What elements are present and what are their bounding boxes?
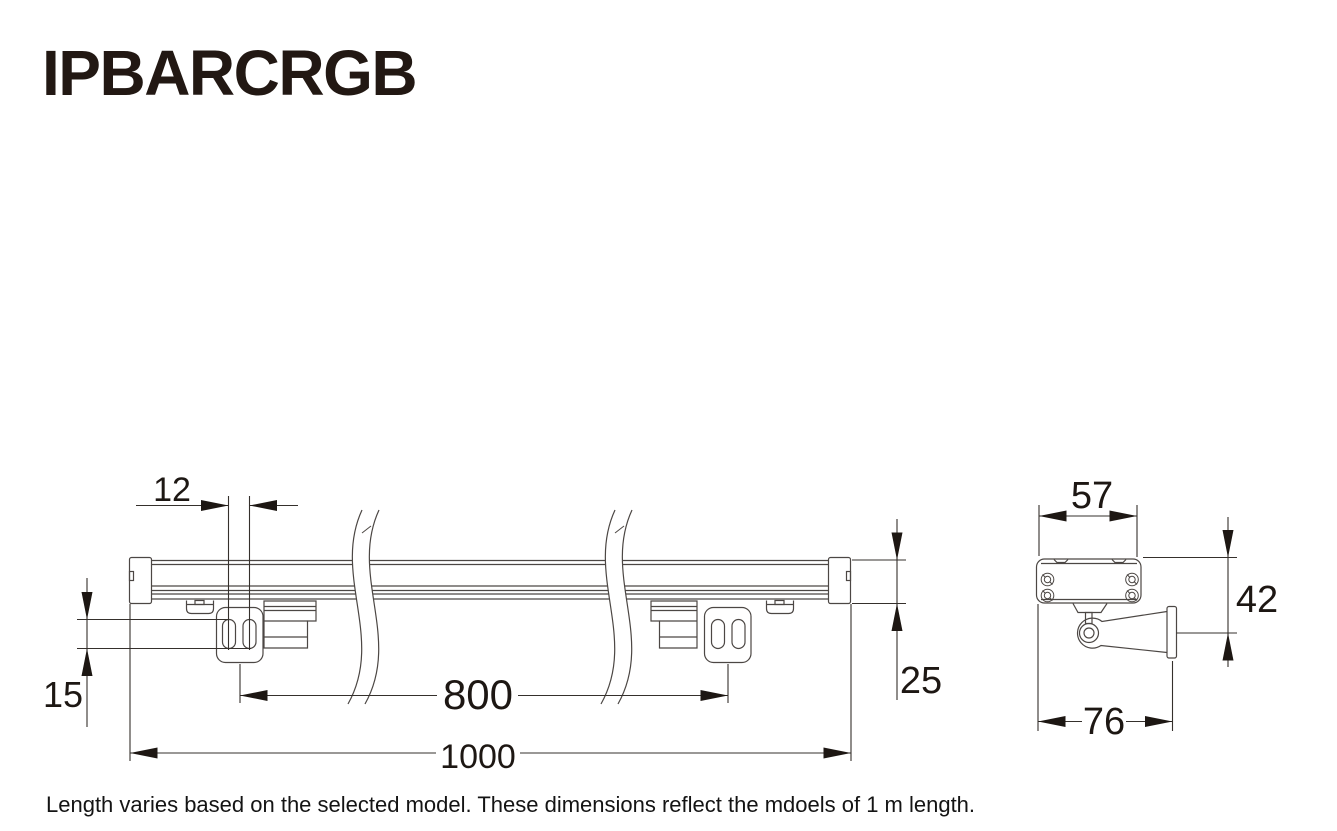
dim-label-body-width: 57 bbox=[1070, 475, 1114, 517]
wall-flange bbox=[1166, 605, 1178, 659]
side-body bbox=[1035, 558, 1142, 604]
side-bracket-arm bbox=[1072, 603, 1178, 659]
dim-label-bar-height: 25 bbox=[899, 660, 943, 702]
slider-block-left bbox=[263, 600, 317, 649]
end-cap-left bbox=[128, 556, 153, 605]
bar-body bbox=[151, 559, 829, 600]
dim-label-slot-height: 15 bbox=[42, 674, 84, 715]
clip-left bbox=[185, 599, 215, 615]
side-view bbox=[1035, 558, 1178, 659]
clip-right bbox=[765, 599, 795, 615]
product-title: IPBARCRGB bbox=[42, 37, 418, 109]
dim-800-lines bbox=[239, 664, 729, 703]
dim-42-lines bbox=[1143, 517, 1237, 667]
dim-25-lines bbox=[852, 519, 906, 700]
dim-label-overall-length: 1000 bbox=[440, 738, 516, 776]
slider-block-right bbox=[650, 600, 698, 649]
dim-label-overall-depth: 76 bbox=[1082, 701, 1126, 743]
dim-label-mount-height: 42 bbox=[1235, 579, 1279, 621]
dim-12-lines bbox=[136, 496, 298, 650]
dim-label-bracket-spacing: 800 bbox=[442, 671, 514, 718]
break-symbol-left bbox=[347, 509, 380, 705]
dim-label-slot-spacing: 12 bbox=[153, 471, 191, 509]
dim-1000-lines bbox=[129, 604, 852, 761]
dimension-lines bbox=[77, 496, 1237, 761]
mounting-bracket-right bbox=[703, 606, 752, 664]
side-screws bbox=[1040, 572, 1139, 603]
front-view bbox=[128, 509, 852, 705]
break-symbol-right bbox=[600, 509, 633, 705]
caption: Length varies based on the selected mode… bbox=[46, 792, 976, 817]
mounting-bracket-left bbox=[215, 606, 264, 664]
dim-76-lines bbox=[1037, 604, 1174, 731]
end-cap-right bbox=[827, 556, 852, 605]
dim-57-lines bbox=[1038, 505, 1138, 557]
dim-15-lines bbox=[77, 578, 251, 727]
